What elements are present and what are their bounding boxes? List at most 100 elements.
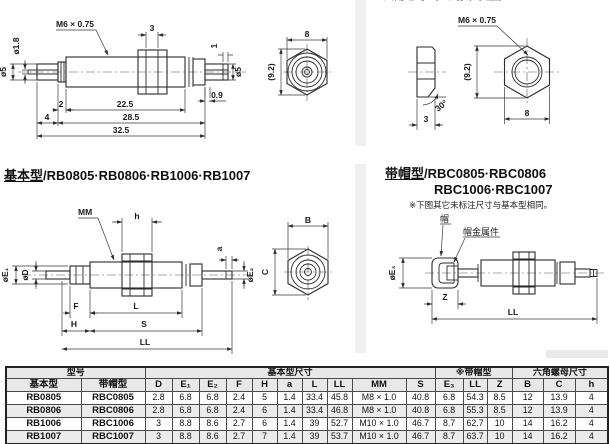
dim-label: 3: [424, 114, 429, 124]
value-cell: 1.4: [276, 391, 303, 405]
cap-type-drawing: 帽 帽金属件 øE₃ Z LL: [387, 213, 607, 324]
value-cell: 7: [251, 430, 278, 444]
dim-label: 22.5: [117, 99, 134, 109]
value-cell: 16.2: [542, 430, 576, 444]
centerlines: [408, 38, 560, 106]
cap-type-heading: 带帽型/RBC0805·RBC0806 RBC1006·RBC1007: [385, 163, 553, 197]
dim-label: (9.2): [462, 63, 472, 81]
centerlines: [18, 44, 332, 101]
model-cell: RBC1007: [80, 430, 146, 444]
value-cell: 6.8: [171, 404, 200, 418]
model-cell: RB1007: [5, 430, 82, 444]
dim-label: MM: [78, 207, 92, 217]
value-cell: 5: [251, 391, 278, 405]
table-column-header: B: [511, 378, 544, 392]
value-cell: 4: [574, 430, 609, 444]
value-cell: 12: [511, 391, 544, 405]
value-cell: 4: [574, 391, 609, 405]
value-cell: 63.7: [462, 430, 488, 444]
labels: 帽 帽金属件: [440, 213, 500, 262]
value-cell: 3: [144, 417, 173, 431]
dimensions: M6 × 0.75 ø1.8 ø5 3 1 ø5 0.9 2: [0, 19, 243, 139]
dim-label: Z: [442, 292, 447, 302]
value-cell: 3: [144, 430, 173, 444]
clipped-section-heading: 六角螺母（2个标准装置）: [383, 0, 563, 5]
value-cell: 46.7: [405, 430, 436, 444]
corner-shading: [546, 350, 608, 358]
value-cell: 2.4: [225, 404, 253, 418]
table-column-header: E₂: [198, 378, 227, 392]
table-column-header: E₃: [434, 378, 464, 392]
value-cell: 8.8: [171, 430, 200, 444]
front-view-dimensions: 8 (9.2): [266, 29, 328, 96]
basic-type-drawing: MM h øE₁ øD a øE₂ F L: [0, 207, 332, 354]
value-cell: 1.4: [276, 404, 303, 418]
column-divider-band-top: [355, 0, 366, 146]
side-view-outline: [27, 49, 229, 95]
cap-label: 帽: [440, 213, 449, 224]
dim-label: 0.9: [211, 90, 223, 100]
value-cell: 8.5: [486, 404, 513, 418]
front-view-outline: [286, 48, 328, 96]
basic-type-heading-zh: 基本型: [4, 168, 44, 183]
value-cell: 62.7: [462, 417, 488, 431]
table-column-header: 基本型: [5, 378, 82, 392]
value-cell: 6.8: [434, 404, 464, 418]
value-cell: M10 × 1.0: [351, 430, 407, 444]
front-view-outline: [287, 248, 329, 296]
dim-label: C: [260, 269, 270, 275]
dim-label: ø5: [0, 67, 8, 77]
value-cell: 39: [301, 430, 328, 444]
value-cell: 46.7: [405, 417, 436, 431]
value-cell: 8.8: [171, 417, 200, 431]
value-cell: 8.6: [198, 417, 227, 431]
table-column-header: h: [574, 378, 609, 392]
value-cell: 10: [486, 430, 513, 444]
value-cell: 6.8: [434, 391, 464, 405]
cap-type-heading-models-1: /RBC0805·RBC0806: [424, 166, 547, 181]
value-cell: 1.4: [276, 417, 303, 431]
dimensions: øE₃ Z LL: [387, 257, 598, 324]
value-cell: 13.9: [542, 404, 576, 418]
value-cell: 6.8: [198, 391, 227, 405]
value-cell: 6.8: [171, 391, 200, 405]
side-view-outline: [45, 253, 233, 297]
dim-label: LL: [508, 307, 518, 317]
dim-label: 3: [150, 23, 155, 33]
dim-label: 1: [209, 43, 219, 48]
table-column-header: E₁: [171, 378, 200, 392]
value-cell: 6: [251, 417, 278, 431]
dim-label: øE₁: [0, 267, 10, 282]
value-cell: M8 × 1.0: [351, 404, 407, 418]
value-cell: 55.3: [462, 404, 488, 418]
model-cell: RBC0806: [80, 404, 146, 418]
table-column-header: L: [301, 378, 328, 392]
model-cell: RB0806: [5, 404, 82, 418]
dim-label: 28.5: [123, 112, 140, 122]
dim-label: 2: [59, 99, 64, 109]
dim-label: ø1.8: [11, 37, 21, 54]
model-cell: RBC1006: [80, 417, 146, 431]
value-cell: 40.8: [405, 404, 436, 418]
table-column-header: H: [251, 378, 278, 392]
centerlines: [22, 246, 332, 300]
model-cell: RB1006: [5, 417, 82, 431]
value-cell: 14: [511, 417, 544, 431]
dim-label: S: [141, 319, 147, 329]
value-cell: 40.8: [405, 391, 436, 405]
dim-label: a: [214, 246, 224, 251]
table-column-header: MM: [351, 378, 407, 392]
value-cell: 1.4: [276, 430, 303, 444]
value-cell: 6.8: [198, 404, 227, 418]
value-cell: 53.7: [326, 430, 353, 444]
value-cell: 10: [486, 417, 513, 431]
value-cell: 13.9: [542, 391, 576, 405]
value-cell: 16.2: [542, 417, 576, 431]
clipped-heading-text: 六角螺母（2个标准装置）: [383, 0, 563, 3]
column-divider-band-middle: [355, 164, 366, 353]
value-cell: 8.6: [198, 430, 227, 444]
